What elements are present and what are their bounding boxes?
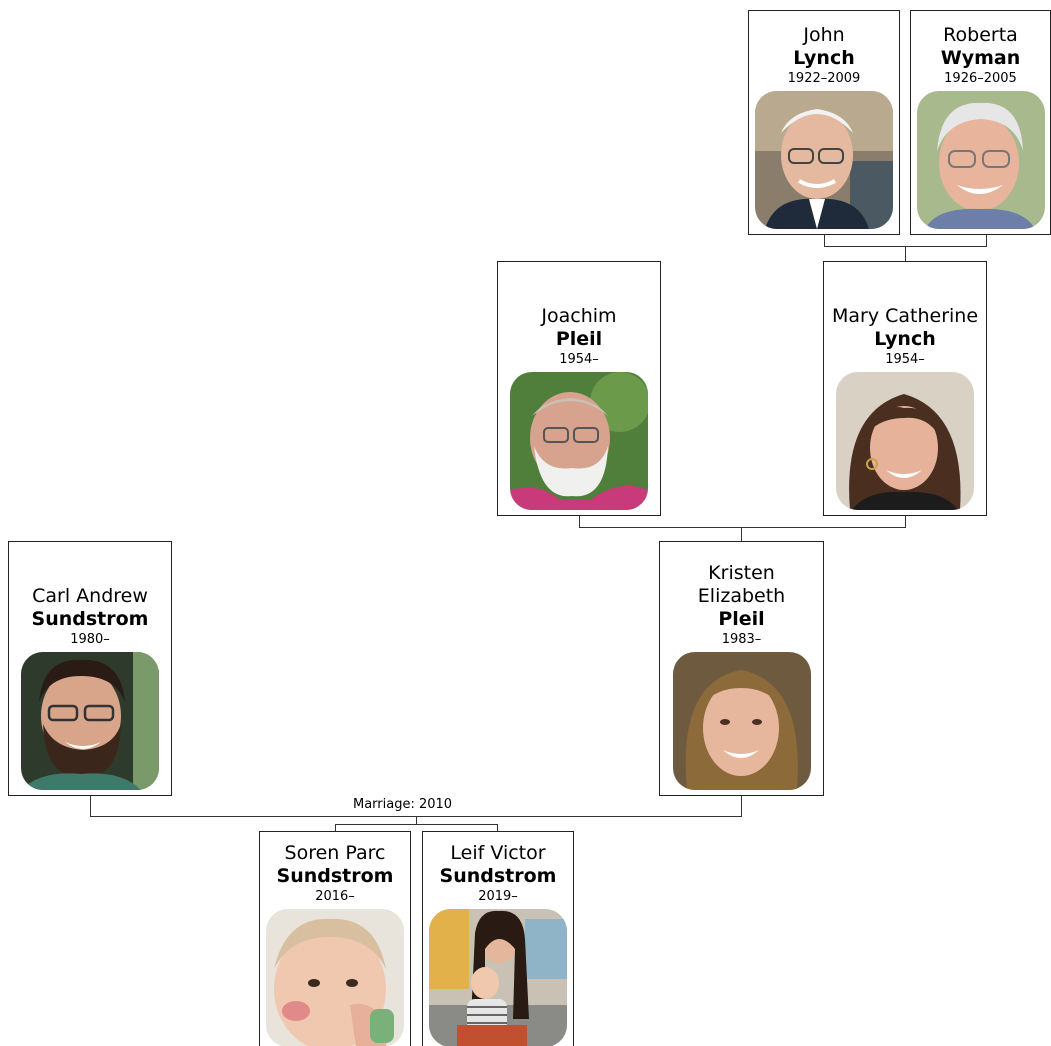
connector: [335, 824, 498, 825]
life-dates: 1980–: [70, 632, 110, 647]
last-name: Pleil: [555, 328, 603, 350]
person-photo: [429, 909, 567, 1046]
person-card-leif[interactable]: Leif Victor Sundstrom 2019–: [422, 831, 574, 1046]
person-card-mary[interactable]: Mary Catherine Lynch 1954–: [823, 261, 987, 516]
life-dates: 1983–: [721, 632, 762, 647]
last-name: Sundstrom: [31, 608, 149, 630]
last-name: Lynch: [874, 328, 936, 350]
last-name: Sundstrom: [439, 865, 557, 887]
connector: [986, 234, 987, 246]
connector: [335, 824, 336, 832]
connector: [824, 234, 825, 246]
person-card-carl[interactable]: Carl Andrew Sundstrom 1980–: [8, 541, 172, 796]
first-name: Joachim: [541, 305, 617, 327]
life-dates: 2019–: [478, 889, 518, 904]
person-photo: [21, 652, 159, 790]
person-photo: [672, 652, 811, 790]
life-dates: 1954–: [559, 352, 599, 367]
last-name: Pleil: [718, 608, 765, 630]
person-photo: [916, 91, 1045, 229]
life-dates: 1926–2005: [944, 71, 1017, 86]
first-name: Leif Victor: [450, 842, 546, 864]
connector: [579, 527, 906, 528]
connector: [741, 527, 742, 541]
person-card-john[interactable]: John Lynch 1922–2009: [748, 10, 900, 235]
person-card-soren[interactable]: Soren Parc Sundstrom 2016–: [259, 831, 411, 1046]
last-name: Lynch: [793, 47, 855, 69]
marriage-label: Marriage: 2010: [352, 797, 454, 812]
first-name: Carl Andrew: [32, 585, 148, 607]
life-dates: 1954–: [885, 352, 925, 367]
person-photo: [836, 372, 974, 510]
person-photo: [755, 91, 893, 229]
person-card-kristen[interactable]: Kristen Elizabeth Pleil 1983–: [659, 541, 824, 796]
first-name: Kristen Elizabeth: [697, 562, 786, 607]
connector: [416, 816, 417, 824]
person-photo: [266, 909, 404, 1046]
first-name: Soren Parc: [284, 842, 386, 864]
person-card-roberta[interactable]: Roberta Wyman 1926–2005: [910, 10, 1051, 235]
first-name: Roberta: [943, 24, 1018, 46]
life-dates: 1922–2009: [787, 71, 861, 86]
last-name: Sundstrom: [276, 865, 394, 887]
connector: [90, 795, 91, 816]
connector: [905, 246, 906, 261]
person-photo: [510, 372, 648, 510]
connector: [579, 515, 580, 527]
last-name: Wyman: [940, 47, 1021, 69]
person-card-joachim[interactable]: Joachim Pleil 1954–: [497, 261, 661, 516]
first-name: Mary Catherine: [831, 305, 979, 327]
connector: [497, 824, 498, 832]
connector: [741, 795, 742, 816]
first-name: John: [803, 24, 845, 46]
connector: [905, 515, 906, 527]
life-dates: 2016–: [315, 889, 355, 904]
